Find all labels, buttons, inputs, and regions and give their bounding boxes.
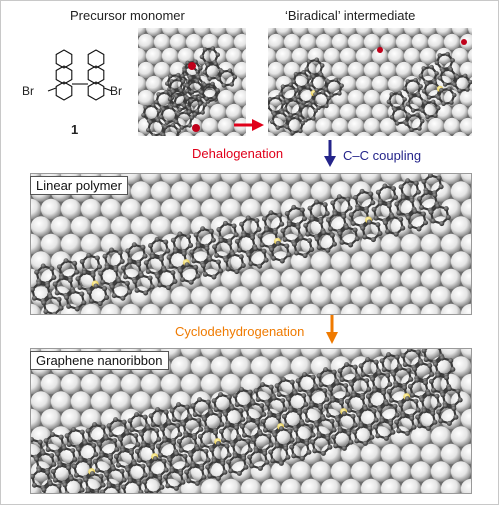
bianthryl-structure <box>30 44 130 124</box>
cyclodehydrogenation-label: Cyclodehydrogenation <box>175 324 305 339</box>
compound-number: 1 <box>71 122 79 137</box>
bromine-label-right: Br <box>110 84 122 98</box>
cyclodehydrogenation-arrow <box>325 315 339 345</box>
precursor-title: Precursor monomer <box>70 8 185 23</box>
linear-polymer-panel <box>30 173 472 315</box>
biradical-surface-panel <box>268 28 472 136</box>
biradical-title: ‘Biradical’ intermediate <box>285 8 416 23</box>
dehalogenation-label: Dehalogenation <box>192 146 284 161</box>
cc-coupling-arrow <box>323 140 337 168</box>
graphene-nanoribbon-label: Graphene nanoribbon <box>30 351 169 370</box>
dehalogenation-arrow <box>232 118 266 132</box>
linear-polymer-label: Linear polymer <box>30 176 128 195</box>
precursor-surface-panel <box>138 28 246 136</box>
cc-coupling-label: C–C coupling <box>343 148 422 163</box>
bromine-label-left: Br <box>22 84 34 98</box>
